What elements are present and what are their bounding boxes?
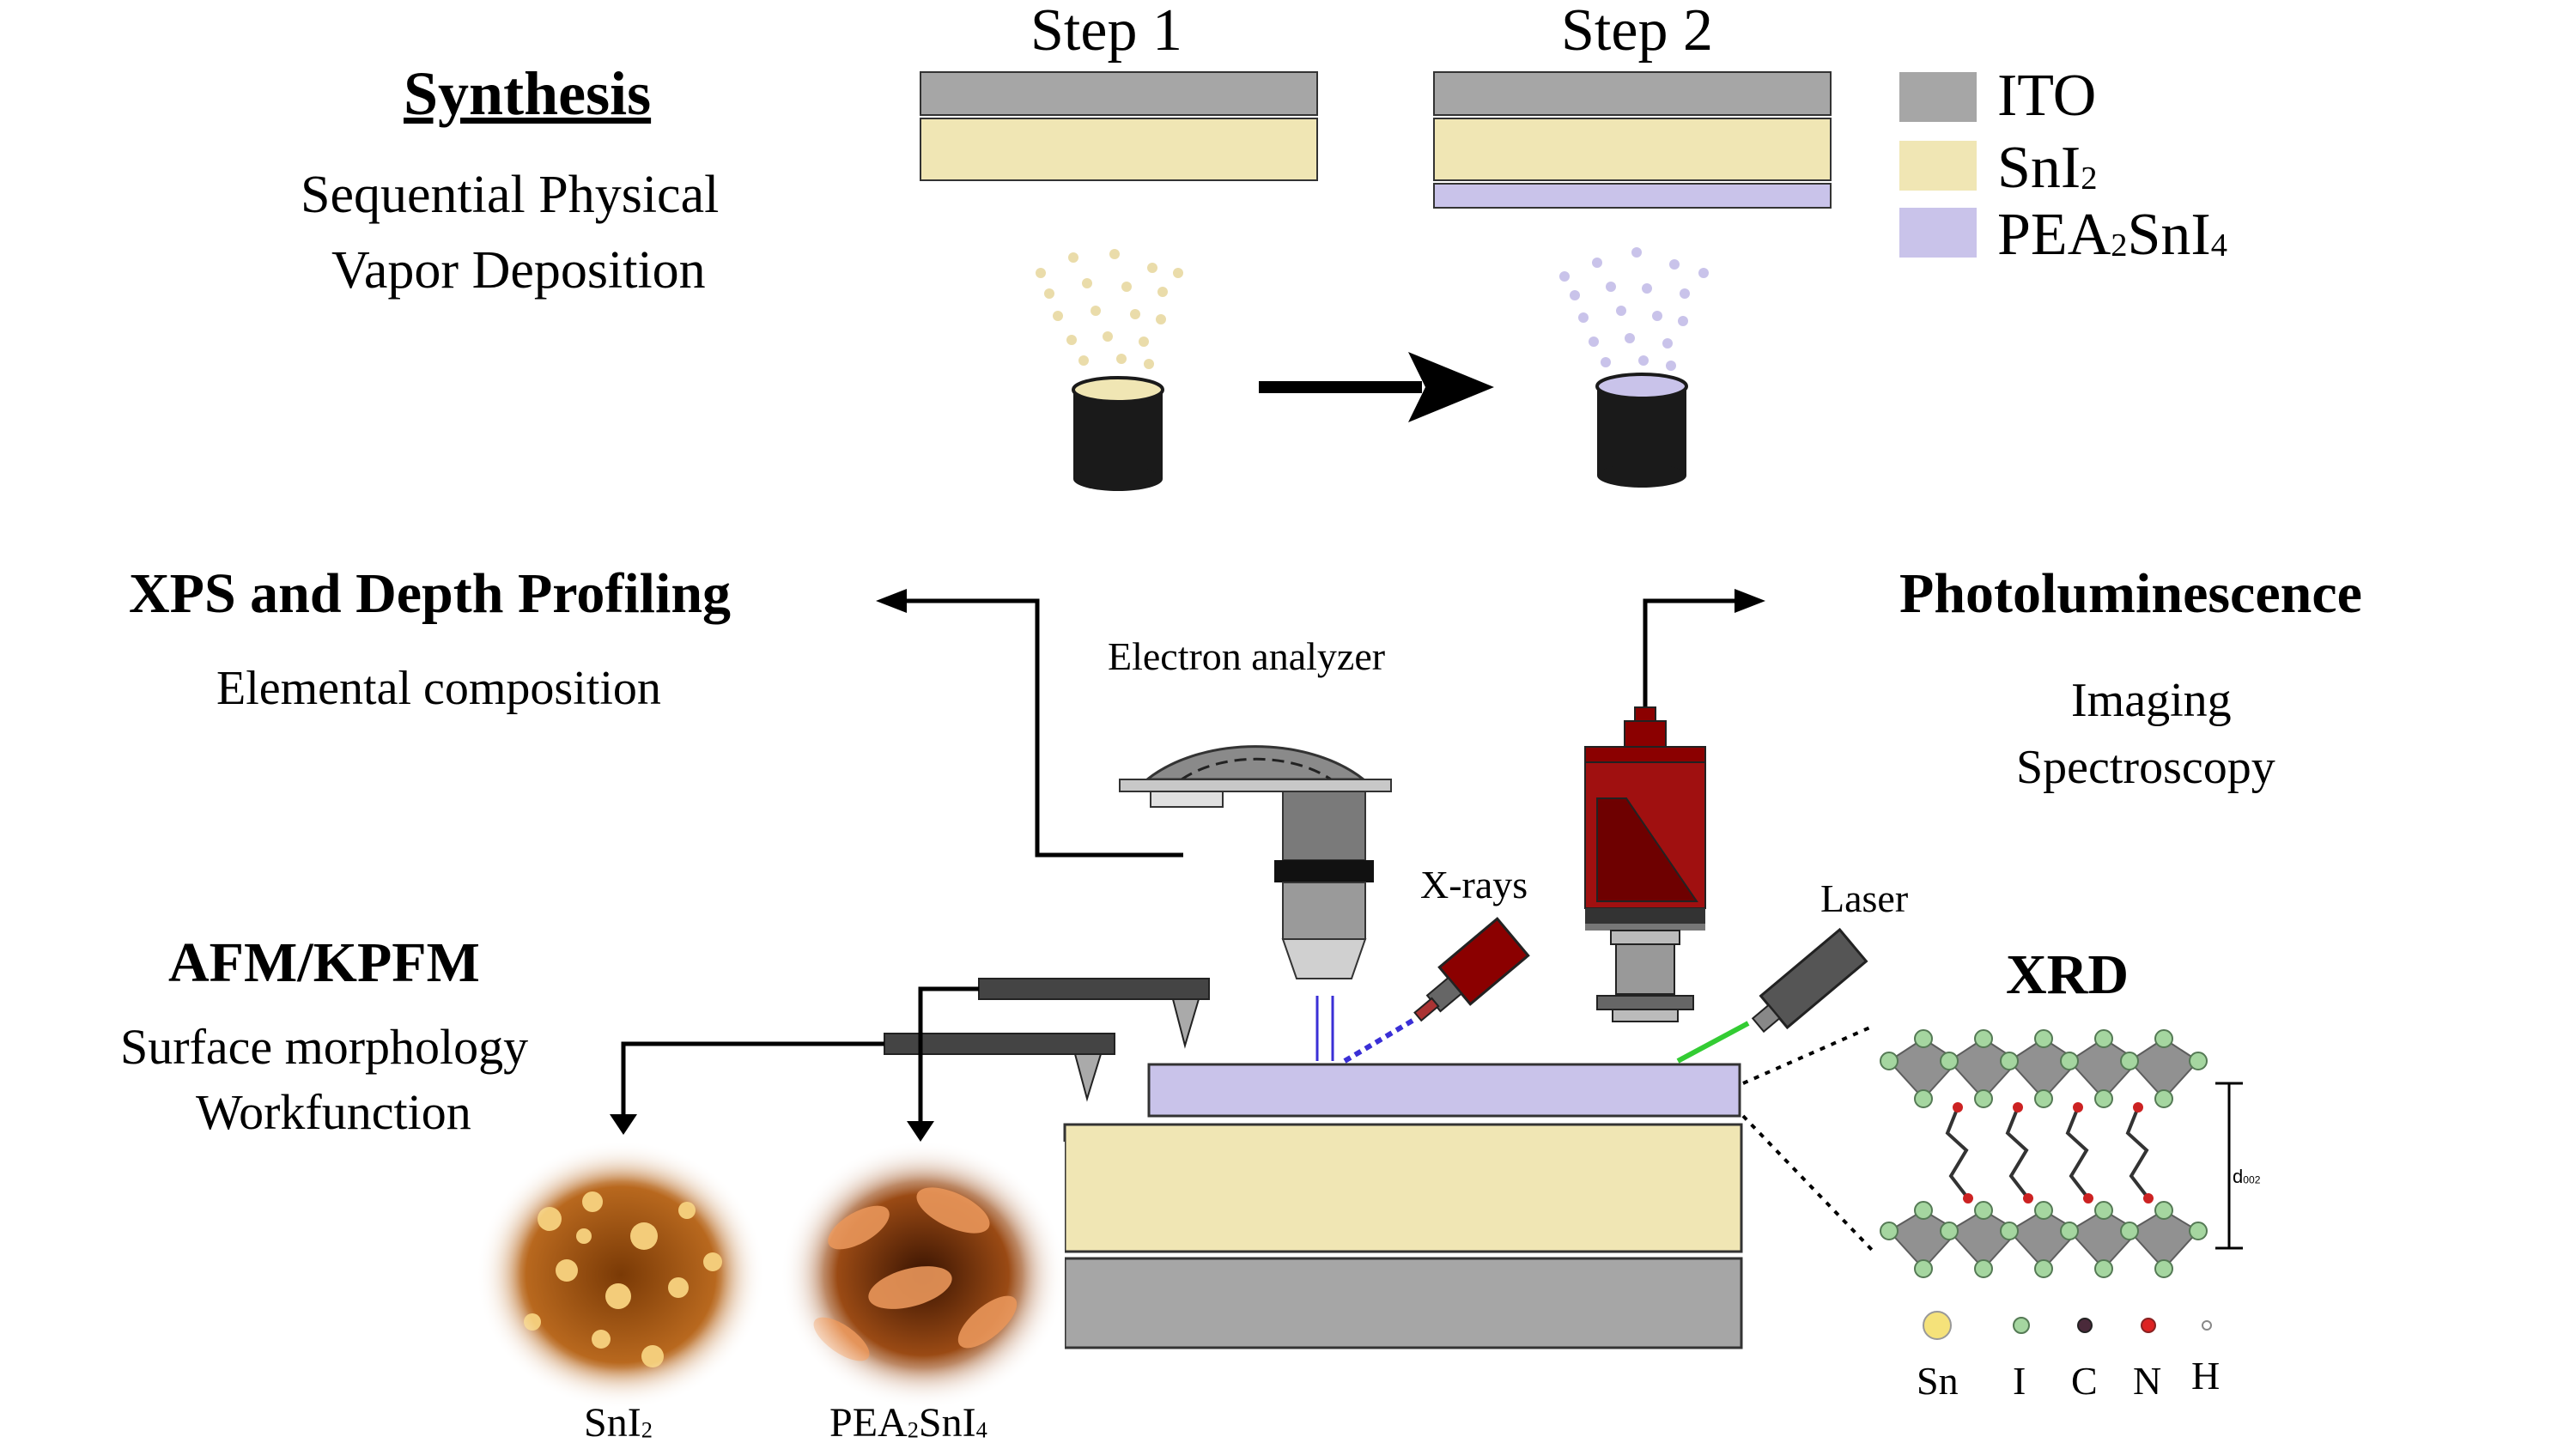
laser-source — [1676, 927, 1868, 1064]
laser-label: Laser — [1820, 876, 1909, 920]
atom-sn-marker — [1923, 1311, 1952, 1340]
xrays-label: X-rays — [1420, 863, 1528, 906]
step2-label: Step 2 — [1561, 0, 1713, 64]
xps-signal-line — [900, 598, 1183, 858]
atom-h-marker — [2202, 1320, 2212, 1331]
atom-legend — [1923, 1311, 2212, 1340]
afm-image-pea — [781, 1142, 1065, 1408]
crucible-step1 — [1072, 376, 1164, 491]
electron-analyzer — [1119, 745, 1392, 1061]
xps-title: XPS and Depth Profiling — [129, 562, 732, 625]
atom-label-c: C — [2071, 1359, 2098, 1403]
legend-sni2-label: SnI2 — [1997, 135, 2098, 201]
step1-sni2-layer — [920, 118, 1318, 181]
xrd-d002-label: d002 — [2233, 1166, 2261, 1187]
step1-ito-layer — [920, 71, 1318, 116]
pl-title: Photoluminescence — [1899, 562, 2362, 625]
afm-line2: Workfunction — [196, 1084, 471, 1140]
afm-cantilevers — [610, 978, 1210, 1142]
atom-label-h: H — [2191, 1354, 2221, 1397]
pl-imaging: Imaging — [2071, 674, 2232, 727]
afm-image1-label: SnI2 — [584, 1400, 653, 1446]
vapor-sni2-dots — [1036, 249, 1183, 369]
synthesis-method-line1: Sequential Physical — [301, 166, 720, 224]
atom-label-sn: Sn — [1917, 1359, 1959, 1403]
sample-ito-layer — [1063, 1257, 1743, 1349]
pl-signal-line — [1643, 598, 1741, 707]
xray-source — [1343, 917, 1530, 1064]
afm-image-sni2 — [477, 1142, 764, 1408]
afm-image2-label: PEA2SnI4 — [829, 1400, 987, 1446]
synthesis-title: Synthesis — [404, 59, 652, 128]
step2-sni2-layer — [1433, 118, 1832, 181]
legend-sni2-swatch — [1899, 141, 1977, 191]
atom-n-marker — [2141, 1318, 2156, 1333]
atom-label-n: N — [2133, 1359, 2162, 1403]
step2-stack — [1433, 71, 1832, 209]
step1-label: Step 1 — [1030, 0, 1182, 64]
step1-stack — [920, 71, 1318, 181]
atom-label-i: I — [2013, 1359, 2026, 1403]
xrd-title: XRD — [2006, 943, 2129, 1006]
legend-pea-swatch — [1899, 208, 1977, 258]
step2-pea-layer — [1433, 183, 1832, 209]
xrd-zoom-line-top — [1742, 1025, 1873, 1085]
sample-pea-layer — [1147, 1063, 1741, 1118]
synthesis-method-line2: Vapor Deposition — [331, 241, 706, 300]
afm-line1: Surface morphology — [120, 1019, 529, 1075]
sample-sni2-layer — [1063, 1123, 1743, 1253]
xrd-crystal-structure — [1880, 1029, 2243, 1278]
pl-detector — [1584, 706, 1706, 1022]
legend-pea-label: PEA2SnI4 — [1997, 202, 2227, 268]
atom-i-marker — [2013, 1317, 2030, 1334]
xrd-zoom-line-bottom — [1741, 1114, 1874, 1252]
legend-ito-label: ITO — [1997, 63, 2097, 129]
xps-subtitle: Elemental composition — [216, 662, 661, 715]
process-arrow — [1259, 352, 1494, 422]
crucible-step2 — [1595, 373, 1688, 488]
vapor-pea-dots — [1559, 247, 1709, 371]
legend-ito-swatch — [1899, 72, 1977, 122]
atom-c-marker — [2077, 1318, 2093, 1333]
step2-ito-layer — [1433, 71, 1832, 116]
afm-title: AFM/KPFM — [168, 931, 480, 994]
pl-spectroscopy: Spectroscopy — [2016, 741, 2275, 794]
electron-analyzer-label: Electron analyzer — [1108, 634, 1386, 678]
sample-stack — [1063, 1063, 1743, 1349]
